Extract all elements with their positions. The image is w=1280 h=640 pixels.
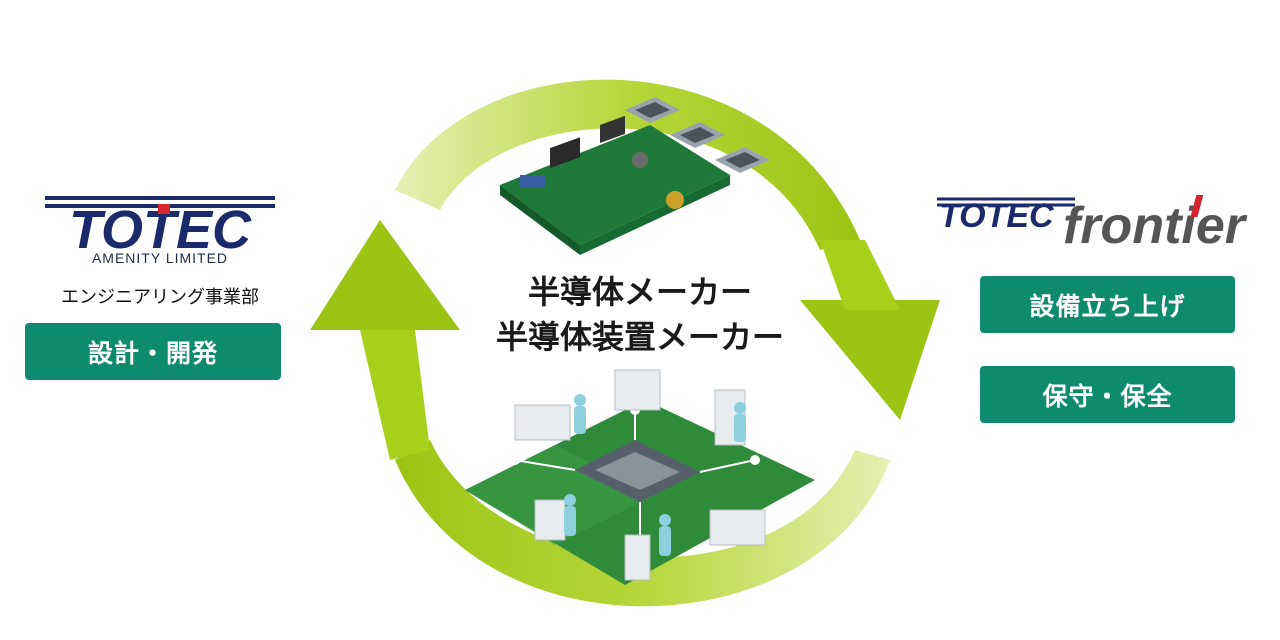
center-line-1: 半導体メーカー bbox=[527, 273, 752, 311]
equipment-setup-badge: 設備立ち上げ bbox=[980, 276, 1235, 333]
department-label: エンジニアリング事業部 bbox=[61, 287, 259, 308]
pcb-illustration-icon bbox=[500, 97, 770, 255]
center-line-2: 半導体装置メーカー bbox=[495, 317, 784, 356]
totec-frontier-logo-icon: TOTEC frontier bbox=[937, 195, 1248, 255]
arrow-top-arc bbox=[395, 79, 860, 250]
fab-floor-illustration-icon bbox=[465, 369, 815, 585]
arrow-bottom-arc bbox=[395, 440, 890, 607]
center-label: 半導体メーカー 半導体装置メーカー bbox=[420, 270, 860, 360]
maintenance-badge: 保守・保全 bbox=[980, 366, 1235, 423]
chip-icon bbox=[625, 97, 680, 123]
design-development-badge: 設計・開発 bbox=[25, 323, 281, 380]
totec-logo-icon: TOTEC bbox=[45, 196, 275, 260]
frontier-logo-text: frontier bbox=[1063, 197, 1248, 255]
totec-frontier-logo-text: TOTEC bbox=[939, 197, 1054, 235]
arrow-left-head bbox=[310, 220, 460, 330]
arrow-right-head bbox=[800, 300, 940, 420]
cycle-arrows bbox=[310, 79, 940, 607]
company-subtitle: AMENITY LIMITED bbox=[91, 250, 229, 266]
